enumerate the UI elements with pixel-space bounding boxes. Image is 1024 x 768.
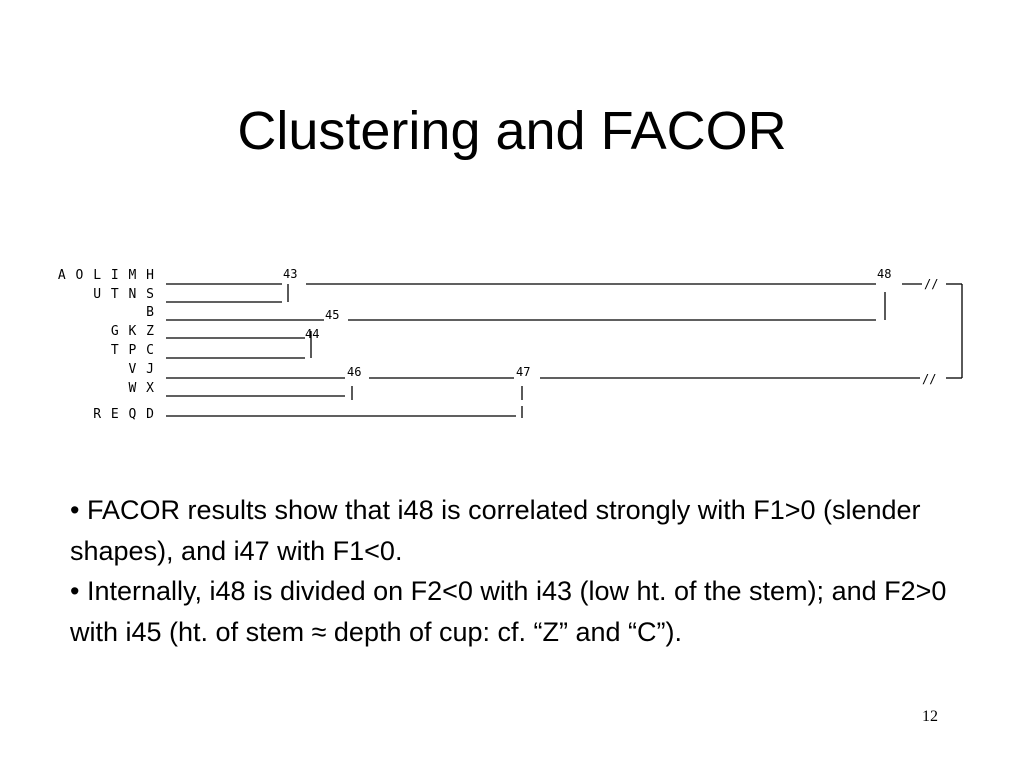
slide-title: Clustering and FACOR	[237, 101, 787, 161]
leaf-label: B	[146, 305, 155, 320]
branches	[166, 283, 963, 418]
leaf-label: W X	[129, 381, 155, 396]
leaf-label: G K Z	[111, 324, 155, 339]
node-label-43: 43	[283, 267, 297, 281]
bullet-list: • FACOR results show that i48 is correla…	[70, 490, 960, 652]
bullet-item: • FACOR results show that i48 is correla…	[70, 495, 921, 566]
node-labels: 43 44 45 46 47 48	[283, 267, 891, 379]
break-mark: //	[924, 277, 938, 291]
dendrogram: A O L I M H U T N S B G K Z T P C V J W …	[58, 267, 963, 422]
break-marks: // //	[922, 277, 938, 386]
leaf-label: R E Q D	[93, 407, 155, 422]
leaf-label: U T N S	[93, 287, 155, 302]
leaf-label: T P C	[111, 343, 155, 358]
bullet-item: • Internally, i48 is divided on F2<0 wit…	[70, 576, 947, 647]
node-label-46: 46	[347, 365, 361, 379]
leaf-labels: A O L I M H U T N S B G K Z T P C V J W …	[58, 268, 155, 422]
node-label-45: 45	[325, 308, 339, 322]
break-mark: //	[922, 372, 936, 386]
node-label-44: 44	[305, 327, 319, 341]
page-number: 12	[922, 708, 938, 725]
node-label-47: 47	[516, 365, 530, 379]
leaf-label: A O L I M H	[58, 268, 155, 283]
leaf-label: V J	[129, 362, 155, 377]
node-label-48: 48	[877, 267, 891, 281]
